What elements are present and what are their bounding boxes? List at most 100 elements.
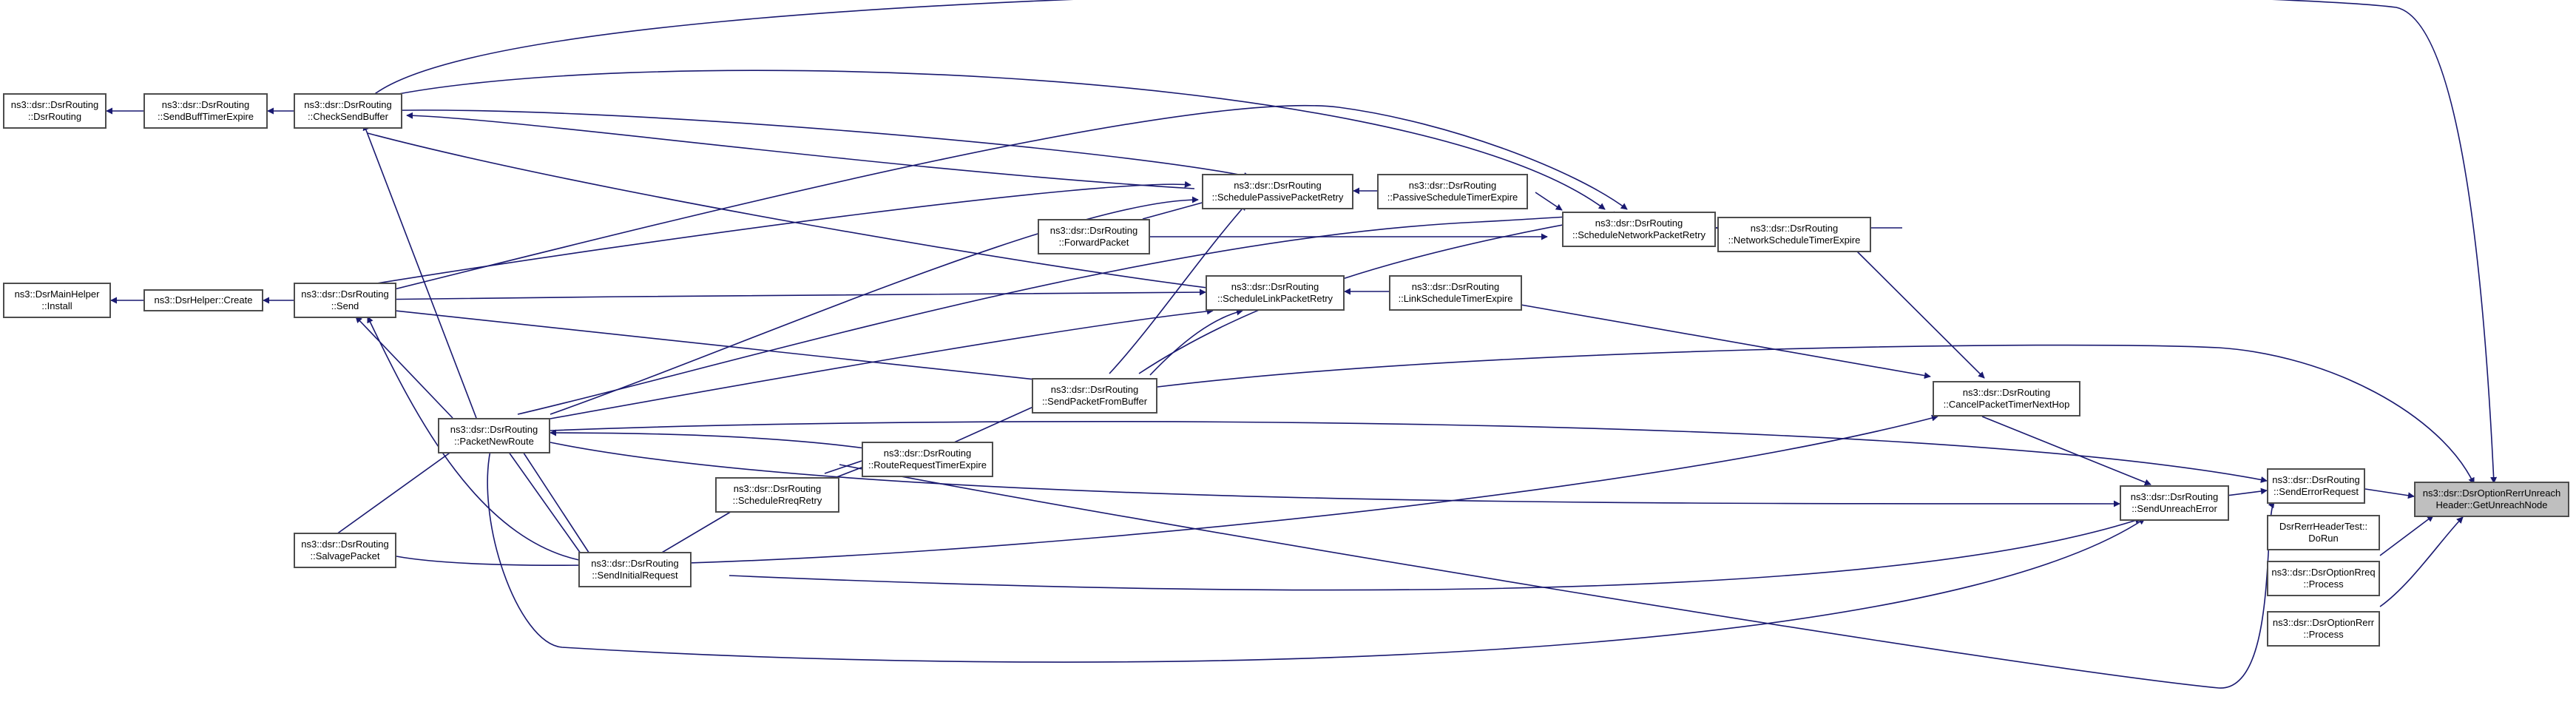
node-label-2: ::SendInitialRequest (592, 570, 678, 581)
edge-packetnewroute-schedpass (550, 196, 1199, 415)
node-senderror[interactable]: ns3::dsr::DsrRouting ::SendErrorRequest (2267, 468, 2365, 504)
node-label-2: ::SalvagePacket (310, 550, 380, 561)
node-label-2: ::PacketNewRoute (454, 436, 534, 447)
node-label-1: ns3::dsr::DsrOptionRerrUnreach (2422, 488, 2561, 499)
edge-packetnewroute-sendunreach (550, 442, 2120, 507)
node-label-1: ns3::dsr::DsrRouting (450, 424, 538, 435)
node-packetnewroute[interactable]: ns3::dsr::DsrRouting ::PacketNewRoute (438, 418, 550, 453)
node-label-2: ::LinkScheduleTimerExpire (1398, 293, 1513, 304)
node-label-1: ns3::dsr::DsrRouting (883, 448, 972, 459)
node-label-2: ::SendErrorRequest (2274, 486, 2359, 497)
node-label-1: ns3::dsr::DsrRouting (1050, 384, 1139, 395)
node-schednet[interactable]: ns3::dsr::DsrRouting ::ScheduleNetworkPa… (1562, 212, 1716, 247)
edge-salvage-canceltimer (396, 414, 1938, 566)
node-checksend[interactable]: ns3::dsr::DsrRouting ::CheckSendBuffer (294, 93, 402, 129)
edge-checksend-schedpass (367, 109, 1251, 179)
node-label-1: ns3::DsrHelper::Create (154, 294, 253, 306)
node-label-2: ::SendPacketFromBuffer (1041, 396, 1148, 407)
edge-send-schednet (367, 104, 1628, 297)
edge-packetnewroute-checksend (362, 124, 477, 419)
node-label-1: ns3::dsr::DsrRouting (1408, 180, 1497, 191)
node-sendfrombuf[interactable]: ns3::dsr::DsrRouting ::SendPacketFromBuf… (1032, 378, 1157, 414)
edge-rerrprocess-getunreach (2379, 516, 2464, 607)
edge-sendinitial-schedreq (649, 505, 743, 561)
node-label-1: ns3::dsr::DsrRouting (733, 483, 822, 494)
edge-checksend-schedlink (367, 132, 1214, 291)
edge-checksend-getunreach (367, 0, 2498, 484)
node-label-1: ns3::dsr::DsrRouting (1595, 217, 1683, 229)
node-rreqtimer[interactable]: ns3::dsr::DsrRouting ::RouteRequestTimer… (862, 442, 993, 477)
node-label-1: ns3::dsr::DsrRouting (10, 99, 99, 110)
node-canceltimer[interactable]: ns3::dsr::DsrRouting ::CancelPacketTimer… (1933, 381, 2080, 416)
node-schedlink[interactable]: ns3::dsr::DsrRouting ::ScheduleLinkPacke… (1206, 275, 1345, 311)
node-sendbufftimer[interactable]: ns3::dsr::DsrRouting ::SendBuffTimerExpi… (143, 93, 268, 129)
node-netsched[interactable]: ns3::dsr::DsrRouting ::NetworkScheduleTi… (1717, 217, 1871, 252)
node-label-2: ::ScheduleRreqRetry (732, 495, 822, 506)
node-rerrtest[interactable]: DsrRerrHeaderTest:: DoRun (2267, 515, 2380, 550)
node-send[interactable]: ns3::dsr::DsrRouting ::Send (294, 283, 396, 318)
edge-packetnewroute-schednet (517, 211, 1620, 415)
node-schedpass[interactable]: ns3::dsr::DsrRouting ::SchedulePassivePa… (1202, 174, 1353, 209)
node-label-1: ns3::dsr::DsrRouting (591, 558, 679, 569)
node-label-1: ns3::DsrMainHelper (14, 289, 100, 300)
edge-rreqprocess-getunreach (2379, 515, 2434, 556)
node-getunreach[interactable]: ns3::dsr::DsrOptionRerrUnreach Header::G… (2414, 482, 2569, 517)
edge-sendfrombuf-schedpass (1109, 203, 1247, 374)
edge-netsched-canceltimer (1851, 246, 1985, 379)
node-label-1: ns3::dsr::DsrRouting (1962, 387, 2051, 398)
node-helpercreate[interactable]: ns3::DsrHelper::Create (143, 289, 263, 311)
node-schedreq[interactable]: ns3::dsr::DsrRouting ::ScheduleRreqRetry (715, 477, 839, 513)
edge-schedpass-checksend (406, 112, 1195, 189)
node-label-1: ns3::dsr::DsrRouting (304, 99, 392, 110)
edge-sendfrombuf-schedlink (1149, 308, 1243, 376)
node-label-1: ns3::dsr::DsrRouting (1750, 223, 1839, 234)
edge-sendinitial-sendunreach (728, 517, 2142, 591)
node-label-2: ::CheckSendBuffer (308, 111, 388, 122)
node-label-2: ::ScheduleNetworkPacketRetry (1572, 229, 1705, 240)
node-label-2: DoRun (2308, 533, 2339, 544)
node-label-2: ::SchedulePassivePacketRetry (1211, 192, 1344, 203)
node-sendunreach[interactable]: ns3::dsr::DsrRouting ::SendUnreachError (2120, 485, 2229, 521)
node-label-1: ns3::dsr::DsrRouting (301, 289, 389, 300)
node-label-1: ns3::dsr::DsrRouting (1231, 281, 1319, 292)
node-label-1: ns3::dsr::DsrOptionRreq (2271, 567, 2376, 578)
node-label-2: ::DsrRouting (27, 111, 82, 122)
node-label-1: ns3::dsr::DsrRouting (301, 539, 389, 550)
node-linksched[interactable]: ns3::dsr::DsrRouting ::LinkScheduleTimer… (1389, 275, 1522, 311)
edge-schedreq-senderror (839, 464, 2275, 689)
node-label-2: ::ScheduleLinkPacketRetry (1217, 293, 1333, 304)
node-dsrrouting[interactable]: ns3::dsr::DsrRouting ::DsrRouting (3, 93, 107, 129)
node-label-2: ::ForwardPacket (1058, 237, 1129, 248)
edge-packetnewroute-sendunreach-2 (487, 443, 2146, 663)
node-label-2: ::NetworkScheduleTimerExpire (1728, 235, 1861, 246)
edge-send-schedpass (367, 181, 1191, 286)
edge-sendfrombuf-getunreach (1157, 344, 2475, 485)
node-label-2: ::PassiveScheduleTimerExpire (1387, 192, 1518, 203)
node-label-1: ns3::dsr::DsrRouting (2130, 491, 2219, 502)
edge-packetnewroute-sendinitial (502, 443, 585, 559)
edge-send-schedlink (367, 289, 1206, 300)
edge-packetnewroute-schedlink (550, 308, 1214, 419)
node-rreqprocess[interactable]: ns3::dsr::DsrOptionRreq ::Process (2267, 561, 2380, 596)
node-label-1: DsrRerrHeaderTest:: (2279, 521, 2368, 532)
edge-schedpass-schednet (1535, 192, 1563, 211)
node-label-2: ::SendUnreachError (2132, 503, 2217, 514)
edge-sendinitial-send (367, 316, 592, 563)
node-salvage[interactable]: ns3::dsr::DsrRouting ::SalvagePacket (294, 533, 396, 568)
edge-canceltimer-sendunreach (1981, 416, 2151, 486)
node-label-2: Header::GetUnreachNode (2435, 499, 2548, 510)
edge-forward-schedpass (1142, 198, 1214, 220)
edge-packetnewroute-senderror (550, 421, 2268, 483)
node-passsched[interactable]: ns3::dsr::DsrRouting ::PassiveScheduleTi… (1377, 174, 1528, 209)
node-sendinitial[interactable]: ns3::dsr::DsrRouting ::SendInitialReques… (578, 552, 692, 587)
node-label-1: ns3::dsr::DsrRouting (1411, 281, 1500, 292)
node-label-2: ::CancelPacketTimerNextHop (1943, 399, 2070, 410)
node-label-1: ns3::dsr::DsrOptionRerr (2272, 617, 2375, 628)
node-label-2: ::Process (2303, 629, 2344, 640)
node-label-1: ns3::dsr::DsrRouting (1049, 225, 1138, 236)
node-rerrprocess[interactable]: ns3::dsr::DsrOptionRerr ::Process (2267, 611, 2380, 647)
node-mainhelper[interactable]: ns3::DsrMainHelper ::Install (3, 283, 111, 318)
edge-sendinitial-packetnewroute (517, 443, 597, 564)
edge-linksched-canceltimer (1512, 303, 1931, 380)
node-forward[interactable]: ns3::dsr::DsrRouting ::ForwardPacket (1038, 219, 1150, 254)
